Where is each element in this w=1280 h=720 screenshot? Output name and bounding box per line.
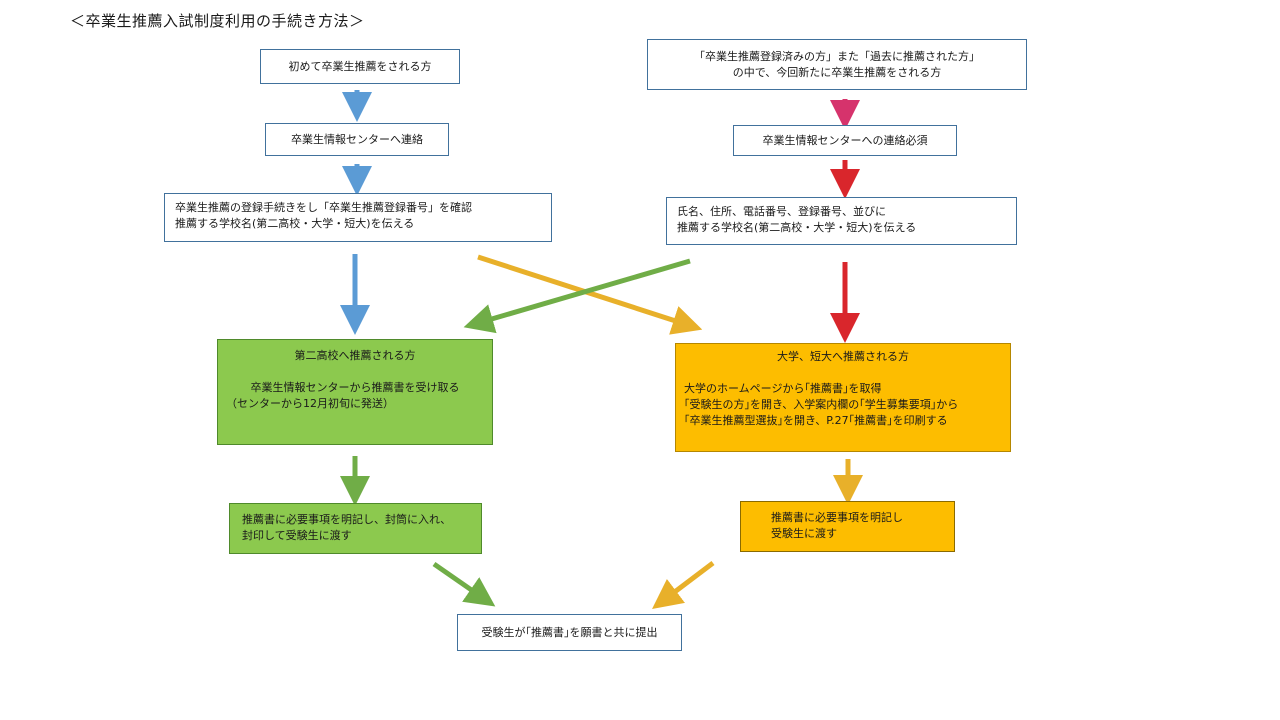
second-high-box: 第二高校へ推薦される方 卒業生情報センターから推薦書を受け取る （センターから1… [217, 339, 493, 445]
second-high-heading: 第二高校へ推薦される方 [294, 349, 416, 362]
university-next-box: 推薦書に必要事項を明記し 受験生に渡す [740, 501, 955, 552]
right-step2-text: 卒業生情報センターへの連絡必須 [762, 133, 928, 147]
left-step2-box: 卒業生情報センターへ連絡 [265, 123, 449, 156]
final-step-box: 受験生が｢推薦書｣を願書と共に提出 [457, 614, 682, 651]
left-step1-box: 初めて卒業生推薦をされる方 [260, 49, 460, 84]
university-body-line2: ｢受験生の方｣を開き、入学案内欄の｢学生募集要項｣から [684, 398, 959, 411]
university-body-line3: ｢卒業生推薦型選抜｣を開き、P.27｢推薦書｣を印刷する [684, 414, 948, 427]
final-step-text: 受験生が｢推薦書｣を願書と共に提出 [481, 625, 658, 639]
arrow-cross-green [463, 258, 691, 334]
university-heading: 大学、短大へ推薦される方 [777, 350, 909, 363]
page-title: ＜卒業生推薦入試制度利用の手続き方法＞ [70, 12, 365, 30]
university-spacer [684, 365, 1002, 381]
university-next-line2: 受験生に渡す [771, 527, 837, 540]
left-step1-text: 初めて卒業生推薦をされる方 [288, 59, 432, 73]
university-body-line1: 大学のホームページから｢推薦書｣を取得 [684, 382, 882, 395]
arrow-orange-final [652, 561, 715, 610]
left-step3-line1: 卒業生推薦の登録手続きをし「卒業生推薦登録番号」を確認 [175, 201, 472, 214]
right-step2-box: 卒業生情報センターへの連絡必須 [733, 125, 957, 156]
second-high-next-line2: 封印して受験生に渡す [242, 529, 352, 542]
right-step3-box: 氏名、住所、電話番号、登録番号、並びに 推薦する学校名(第二高校・大学・短大)を… [666, 197, 1017, 245]
right-step3-line2: 推薦する学校名(第二高校・大学・短大)を伝える [677, 221, 917, 234]
right-step1-line1: 「卒業生推薦登録済みの方」また「過去に推薦された方」 [694, 49, 980, 63]
second-high-next-box: 推薦書に必要事項を明記し、封筒に入れ、 封印して受験生に渡す [229, 503, 482, 554]
second-high-next-line1: 推薦書に必要事項を明記し、封筒に入れ、 [242, 513, 452, 526]
left-step3-line2: 推薦する学校名(第二高校・大学・短大)を伝える [175, 217, 415, 230]
left-step2-text: 卒業生情報センターへ連絡 [291, 132, 423, 146]
second-high-body-line2: （センターから12月初旬に発送） [226, 397, 394, 410]
second-high-spacer [218, 364, 492, 380]
university-next-line1: 推薦書に必要事項を明記し [771, 511, 903, 524]
right-step3-line1: 氏名、住所、電話番号、登録番号、並びに [677, 205, 886, 218]
left-step3-box: 卒業生推薦の登録手続きをし「卒業生推薦登録番号」を確認 推薦する学校名(第二高校… [164, 193, 552, 242]
right-step1-line2: の中で、今回新たに卒業生推薦をされる方 [732, 65, 942, 79]
right-step1-box: 「卒業生推薦登録済みの方」また「過去に推薦された方」 の中で、今回新たに卒業生推… [647, 39, 1027, 90]
arrow-green-final [432, 561, 496, 607]
second-high-body-line1: 卒業生情報センターから推薦書を受け取る [250, 381, 460, 394]
university-box: 大学、短大へ推薦される方 大学のホームページから｢推薦書｣を取得 ｢受験生の方｣… [675, 343, 1011, 452]
